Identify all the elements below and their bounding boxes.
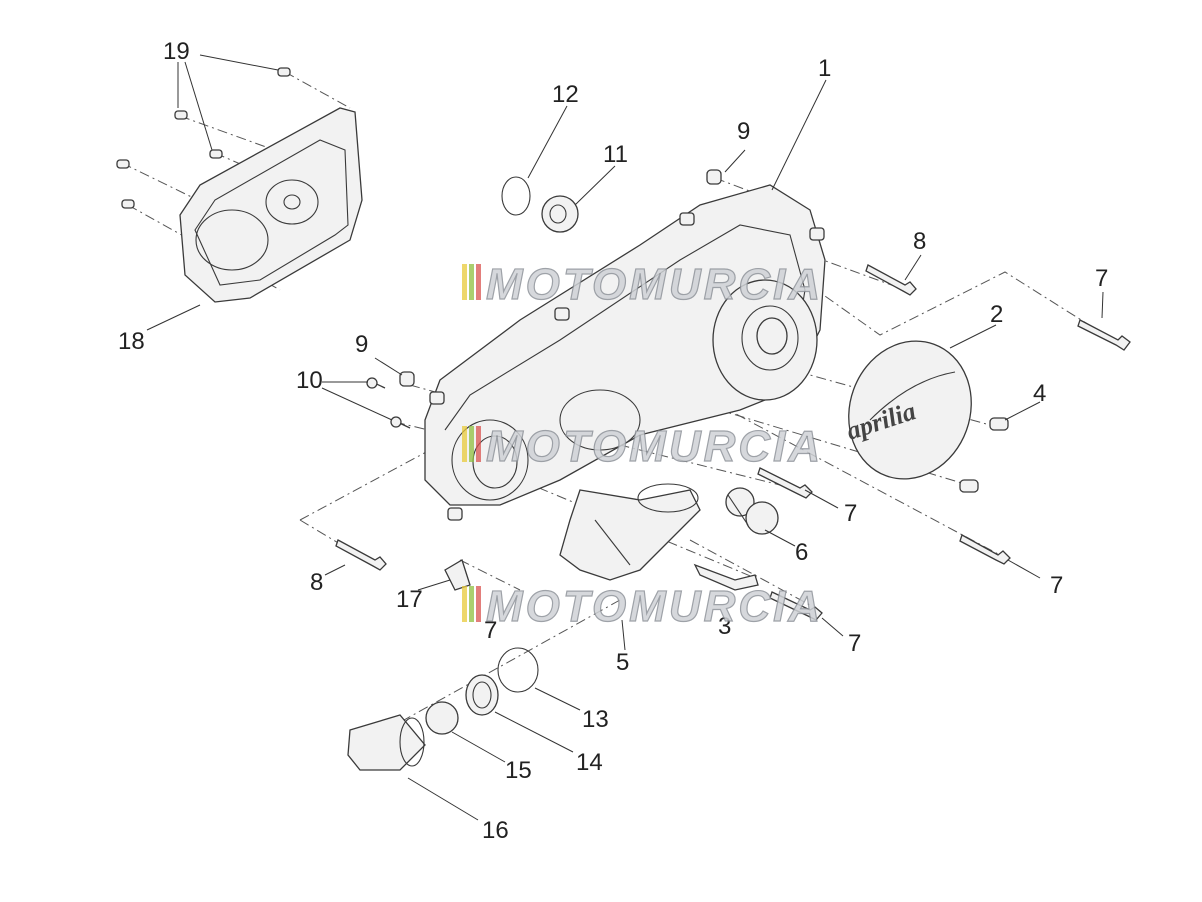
filter-cap-part-16 — [347, 714, 426, 771]
clip-part-3 — [693, 563, 759, 591]
watermark-text: MOTOMURCIA — [486, 260, 823, 309]
clamp-part-13 — [497, 647, 539, 693]
screws-part-10 — [366, 377, 411, 429]
watermark-stripe-yellow — [462, 264, 467, 300]
watermark-middle: MOTOMURCIA — [462, 421, 823, 472]
watermark-text: MOTOMURCIA — [486, 422, 823, 471]
callout-7b: 7 — [844, 500, 857, 527]
logo-cover-part-2: aprilia — [843, 340, 972, 480]
callout-14: 14 — [576, 749, 603, 776]
intake-duct-part-5 — [559, 483, 701, 581]
watermark-stripe-green — [469, 264, 474, 300]
callout-17: 17 — [396, 586, 423, 613]
callout-3: 3 — [718, 613, 731, 640]
callout-5: 5 — [616, 649, 629, 676]
filter-part-6 — [725, 487, 779, 535]
callout-12: 12 — [552, 81, 579, 108]
transmission-cover-part-1 — [424, 184, 826, 521]
callout-18: 18 — [118, 328, 145, 355]
callout-13: 13 — [582, 706, 609, 733]
callout-7d: 7 — [848, 630, 861, 657]
callout-7c: 7 — [1050, 572, 1063, 599]
circlip-part-12 — [501, 176, 531, 216]
watermark-stripe-red — [476, 586, 481, 622]
callout-6: 6 — [795, 539, 808, 566]
bearing-part-11 — [541, 195, 579, 233]
watermark-stripe-red — [476, 264, 481, 300]
bolts-part-7 — [757, 319, 1131, 621]
callout-7e: 7 — [484, 617, 497, 644]
callout-11: 11 — [603, 141, 628, 168]
callout-7a: 7 — [1095, 265, 1108, 292]
callout-16: 16 — [482, 817, 509, 844]
watermark-stripe-yellow — [462, 426, 467, 462]
callout-1: 1 — [818, 55, 831, 82]
gasket-plate-part-18 — [179, 107, 363, 303]
watermark-stripe-green — [469, 426, 474, 462]
watermark-stripe-yellow — [462, 586, 467, 622]
watermark-text: MOTOMURCIA — [486, 582, 823, 631]
ring-part-14 — [465, 674, 499, 716]
callout-10: 10 — [296, 367, 323, 394]
callout-15: 15 — [505, 757, 532, 784]
screw-part-4 — [959, 417, 1009, 493]
watermark-bottom: MOTOMURCIA — [462, 581, 823, 632]
callout-2: 2 — [990, 301, 1003, 328]
watermark-stripe-red — [476, 426, 481, 462]
callout-numbers: 1 2 3 4 5 6 7 7 7 7 7 8 8 9 9 10 11 12 1… — [118, 38, 1108, 844]
callout-8b: 8 — [310, 569, 323, 596]
watermark-stripe-green — [469, 586, 474, 622]
dowel-pins-part-9 — [399, 169, 722, 387]
leader-lines — [146, 54, 1104, 821]
bolts-part-8 — [335, 264, 917, 571]
screws-part-19 — [116, 67, 291, 209]
watermark-top: MOTOMURCIA — [462, 259, 823, 310]
callout-9b: 9 — [355, 331, 368, 358]
callout-4: 4 — [1033, 380, 1046, 407]
bracket-part-17 — [444, 559, 471, 591]
sleeve-part-15 — [425, 701, 459, 735]
callout-9a: 9 — [737, 118, 750, 145]
callout-8a: 8 — [913, 228, 926, 255]
callout-19: 19 — [163, 38, 190, 65]
